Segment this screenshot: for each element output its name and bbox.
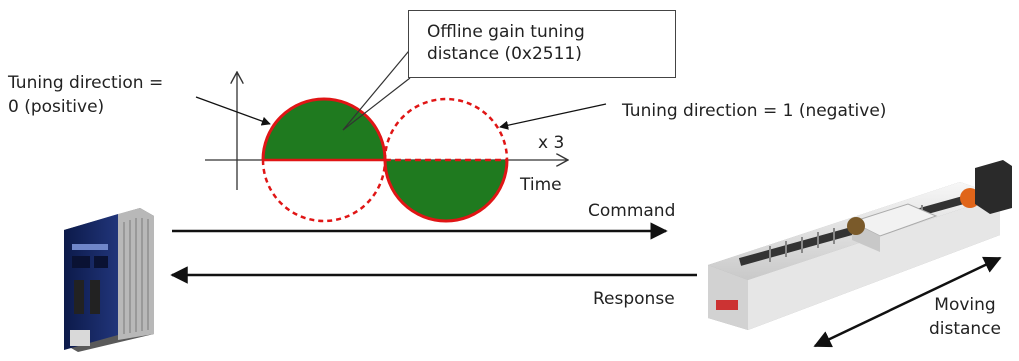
callout-line-2: distance (0x2511): [427, 44, 582, 64]
negative-bottom-outline: [383, 159, 509, 223]
right-direction-label: Tuning direction = 1 (negative): [622, 101, 887, 121]
time-axis-label: Time: [520, 175, 562, 195]
left-direction-label-1: Tuning direction =: [8, 73, 164, 93]
right-direction-pointer: [499, 103, 607, 130]
moving-distance-arrow: [813, 256, 1002, 348]
command-label: Command: [588, 201, 676, 221]
moving-distance-label-2: distance: [928, 319, 1002, 339]
callout-pointer: [342, 39, 419, 131]
negative-top-outline: [383, 97, 509, 161]
repeat-count-label: x 3: [538, 133, 565, 153]
callout-line-1: Offline gain tuning: [427, 22, 585, 42]
negative-bottom-half: [385, 160, 507, 221]
positive-bottom-outline: [261, 159, 387, 223]
servo-drive-icon: [64, 208, 154, 352]
callout-pointer-2: [342, 77, 411, 131]
response-label: Response: [593, 289, 675, 309]
tuning-distance-callout: Offline gain tuning distance (0x2511): [408, 10, 676, 78]
left-direction-label-2: 0 (positive): [8, 97, 105, 117]
linear-actuator-icon: [708, 160, 1012, 330]
moving-distance-label-1: Moving: [934, 295, 996, 315]
positive-top-outline: [261, 97, 387, 161]
left-direction-pointer: [195, 96, 271, 126]
positive-top-half: [263, 99, 385, 160]
